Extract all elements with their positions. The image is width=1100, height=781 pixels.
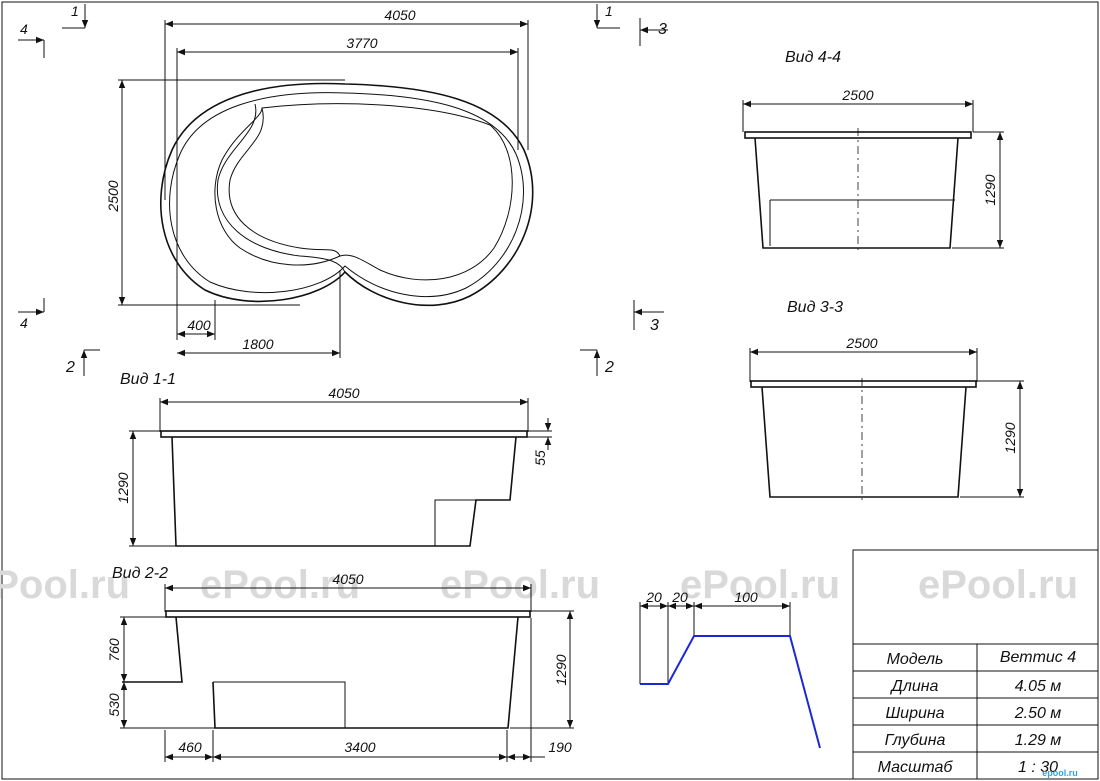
watermark: ePool.ru <box>680 563 840 607</box>
dim-overall-label: 4050 <box>384 7 415 23</box>
watermark: ePool.ru <box>440 563 600 607</box>
spec-label: Масштаб <box>878 759 954 776</box>
watermark-layer: ePool.ru ePool.ru ePool.ru ePool.ru ePoo… <box>0 563 1078 607</box>
dim-width-label: 2500 <box>105 180 121 212</box>
section-marker-1-left: 1 <box>62 3 89 29</box>
pool-inner-step-line <box>216 103 346 273</box>
spec-value: 2.50 м <box>1014 705 1062 722</box>
svg-text:4: 4 <box>20 21 28 37</box>
section-3-3-width: 2500 <box>845 335 877 351</box>
svg-text:3: 3 <box>650 317 659 334</box>
section-2-2-step-b: 3400 <box>344 739 375 755</box>
spec-label: Глубина <box>885 732 946 749</box>
section-2-2-step-c: 190 <box>548 739 572 755</box>
spec-value: Веттис 4 <box>1000 649 1076 666</box>
section-1-1-rim: 55 <box>532 450 548 466</box>
section-3-3: Вид 3-3 2500 1290 <box>749 299 1024 500</box>
section-2-2-depth-total: 1290 <box>553 654 569 685</box>
svg-text:2: 2 <box>604 359 614 376</box>
section-2-2-length: 4050 <box>332 571 363 587</box>
rim-profile-line <box>640 635 821 749</box>
section-2-2-depth-upper: 760 <box>106 638 122 662</box>
section-marker-2-left: 2 <box>65 349 100 376</box>
pool-outline-rim <box>169 92 524 298</box>
section-1-1: Вид 1-1 4050 1290 55 <box>115 371 552 547</box>
section-marker-1-right: 1 <box>593 3 620 29</box>
pool-outline-outer <box>160 82 534 307</box>
section-3-3-title: Вид 3-3 <box>787 299 843 316</box>
detail-dim-2: 20 <box>671 589 688 605</box>
svg-text:1: 1 <box>605 3 613 19</box>
spec-row: Глубина 1.29 м <box>885 732 1062 749</box>
watermark: ePool.ru <box>918 563 1078 607</box>
section-4-4-depth: 1290 <box>982 174 998 205</box>
spec-value: 1 : 30 <box>1018 759 1058 776</box>
dim-step-offset-label: 400 <box>187 317 211 333</box>
corner-logo: epool.ru <box>1042 768 1078 778</box>
watermark: ePool.ru <box>0 563 130 607</box>
section-marker-3-top: 3 <box>639 18 668 46</box>
section-marker-2-right: 2 <box>580 349 614 376</box>
section-4-4-width: 2500 <box>841 87 873 103</box>
section-marker-3-bottom: 3 <box>633 300 664 334</box>
spec-row: Длина 4.05 м <box>890 678 1062 695</box>
dim-inner-label: 3770 <box>346 35 377 51</box>
section-4-4: Вид 4-4 2500 1290 <box>742 49 1004 252</box>
section-2-2: Вид 2-2 4050 760 530 1290 460 3400 190 <box>106 565 574 762</box>
section-1-1-title: Вид 1-1 <box>120 371 176 388</box>
svg-text:2: 2 <box>65 359 75 376</box>
section-4-4-title: Вид 4-4 <box>785 49 841 66</box>
svg-text:1: 1 <box>71 3 79 19</box>
section-3-3-depth: 1290 <box>1002 422 1018 453</box>
rim-detail: 20 20 100 <box>639 589 821 749</box>
detail-dim-3: 100 <box>734 589 758 605</box>
dim-step-length-label: 1800 <box>242 336 273 352</box>
section-1-1-length: 4050 <box>328 385 359 401</box>
section-2-2-title: Вид 2-2 <box>112 565 168 582</box>
spec-row: Модель Веттис 4 <box>887 649 1077 668</box>
spec-row: Ширина 2.50 м <box>885 705 1061 722</box>
section-2-2-depth-lower: 530 <box>106 693 122 717</box>
spec-value: 4.05 м <box>1015 678 1062 695</box>
spec-label: Ширина <box>885 705 944 722</box>
pool-inner-step <box>228 107 341 257</box>
spec-table: Модель Веттис 4 Длина 4.05 м Ширина 2.50… <box>852 549 1099 780</box>
section-marker-4-top: 4 <box>18 21 45 58</box>
section-1-1-depth: 1290 <box>115 472 131 503</box>
spec-value: 1.29 м <box>1015 732 1062 749</box>
section-2-2-step-a: 460 <box>178 739 202 755</box>
spec-label: Длина <box>890 678 939 695</box>
spec-row: Масштаб 1 : 30 <box>878 759 1058 776</box>
section-marker-4-bottom: 4 <box>18 298 45 331</box>
plan-view: 2500 4050 3770 400 1800 1 1 4 <box>18 3 668 376</box>
detail-dim-1: 20 <box>645 589 662 605</box>
svg-text:4: 4 <box>20 315 28 331</box>
pool-inner-basin <box>214 103 513 281</box>
spec-label: Модель <box>887 651 944 668</box>
svg-text:3: 3 <box>658 21 667 38</box>
